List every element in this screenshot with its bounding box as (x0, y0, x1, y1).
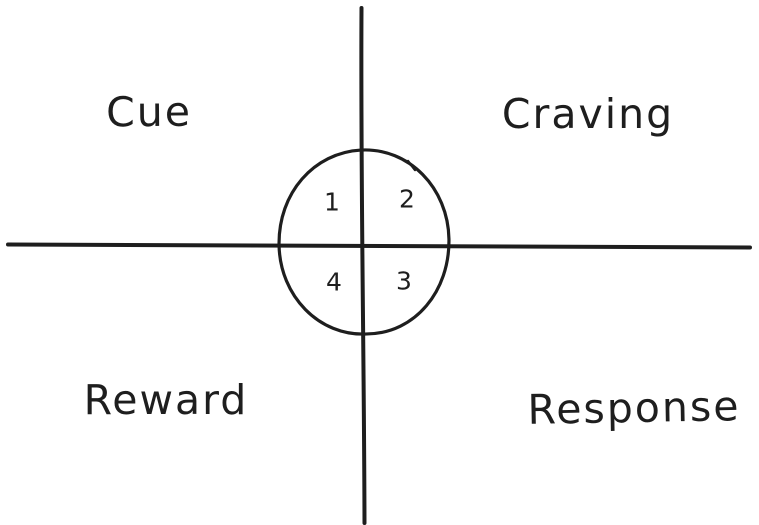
horizontal-axis-line (6, 242, 752, 250)
center-circle (277, 148, 451, 336)
label-reward: Reward (83, 376, 249, 424)
label-response: Response (527, 382, 741, 434)
step-number-2: 2 (399, 184, 415, 214)
step-number-1: 1 (324, 187, 340, 217)
vertical-axis-line (359, 6, 367, 525)
step-number-4: 4 (326, 267, 342, 297)
label-cue: Cue (105, 87, 193, 137)
pen-flick-mark (406, 159, 417, 172)
label-craving: Craving (501, 90, 675, 138)
step-number-3: 3 (396, 266, 412, 296)
